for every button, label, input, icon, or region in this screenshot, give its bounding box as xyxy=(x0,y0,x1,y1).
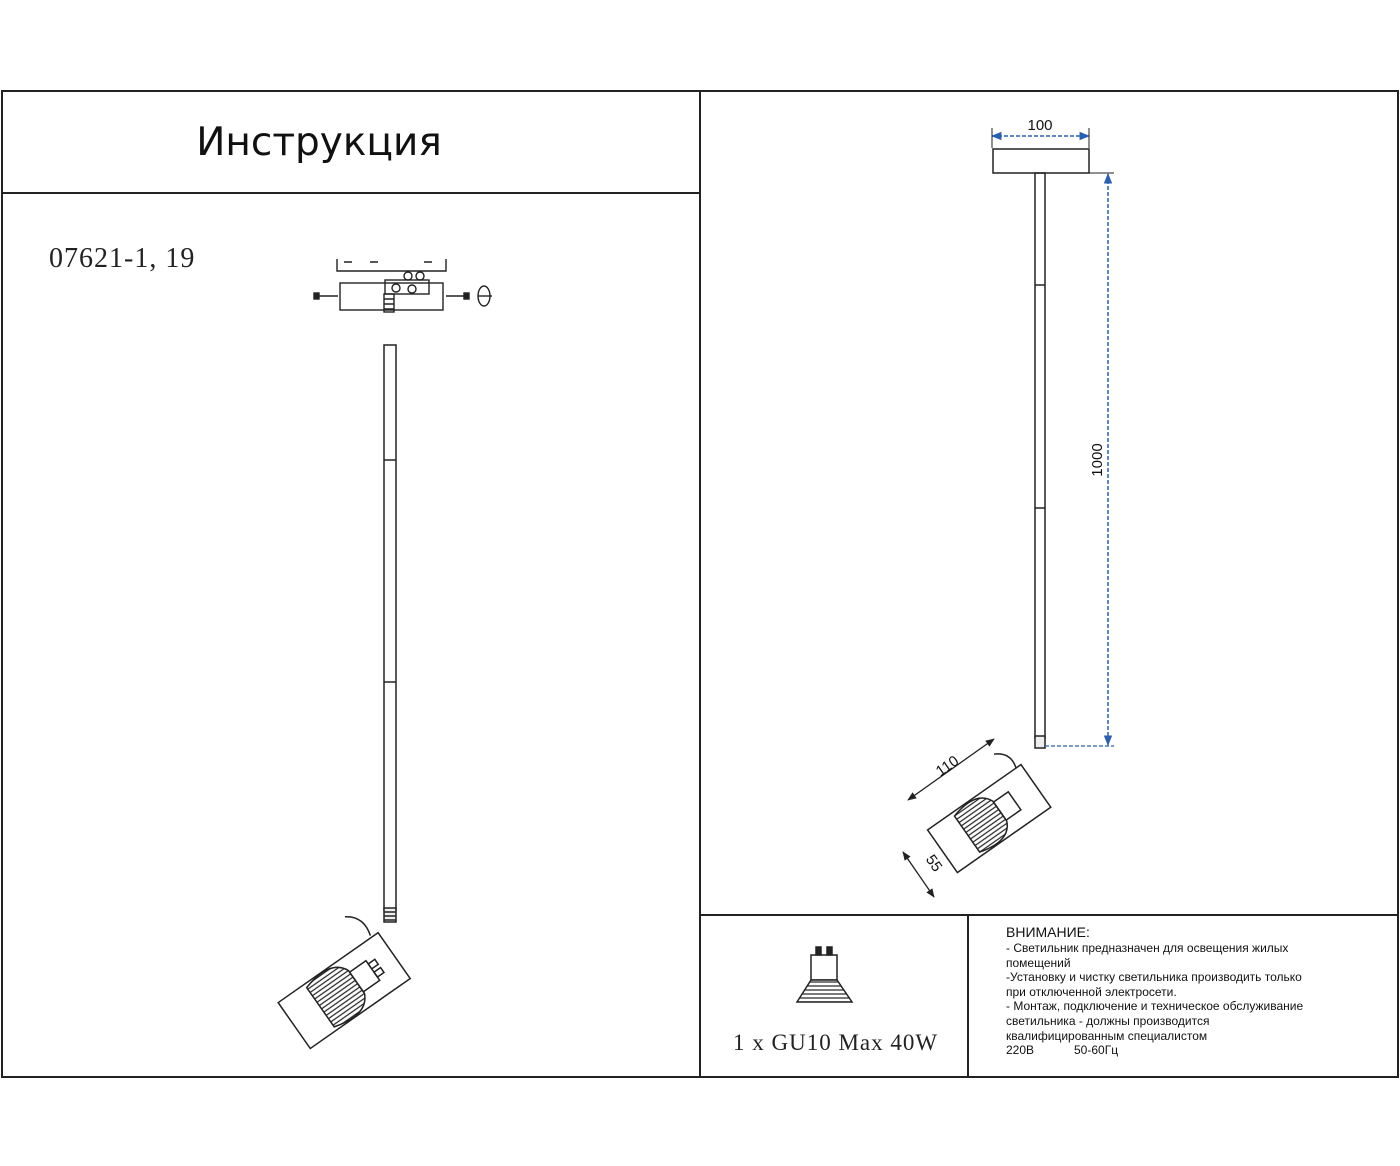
warning-line: квалифицированным специалистом xyxy=(1006,1028,1208,1043)
voltage: 220В xyxy=(1006,1043,1035,1058)
frame xyxy=(1,90,1399,1078)
warning-block: ВНИМАНИЕ: - Светильник предназначен для … xyxy=(1006,924,1366,1058)
warning-line: -Установку и чистку светильника производ… xyxy=(1006,970,1302,985)
spotlight-head-diagram xyxy=(277,916,412,1050)
warning-line: помещений xyxy=(1006,955,1071,970)
gu10-bulb-icon xyxy=(795,946,854,1003)
lamp-spec: 1 x GU10 Max 40W xyxy=(733,1030,938,1055)
dimension-shade-diameter: 55 xyxy=(902,851,945,898)
page-title: Инструкция xyxy=(196,120,442,165)
warning-title: ВНИМАНИЕ: xyxy=(1006,924,1090,940)
warning-line: светильника - должны производится xyxy=(1006,1013,1210,1028)
canopy-diagram xyxy=(992,148,1090,749)
dimension-canopy-width: 100 xyxy=(990,117,1091,148)
dim-rod-length-label: 1000 xyxy=(1089,443,1106,476)
dimension-rod-length: 1000 xyxy=(1045,172,1114,747)
mounting-bracket-diagram xyxy=(313,259,492,313)
model-number: 07621-1, 19 xyxy=(49,243,195,274)
warning-line: - Монтаж, подключение и техническое обсл… xyxy=(1006,999,1304,1014)
dim-canopy-width-label: 100 xyxy=(1027,117,1052,134)
dim-shade-diameter-label: 55 xyxy=(922,852,945,875)
rod-diagram xyxy=(383,344,397,923)
dim-shade-length-label: 110 xyxy=(933,752,962,780)
frequency: 50-60Гц xyxy=(1074,1043,1119,1058)
warning-line: при отключенной электросети. xyxy=(1006,984,1177,999)
dimension-shade-length: 110 xyxy=(907,738,995,801)
side-spotlight-diagram xyxy=(926,753,1052,874)
warning-line: - Светильник предназначен для освещения … xyxy=(1006,941,1289,955)
power-spec: 220В 50-60Гц xyxy=(1006,1043,1366,1058)
